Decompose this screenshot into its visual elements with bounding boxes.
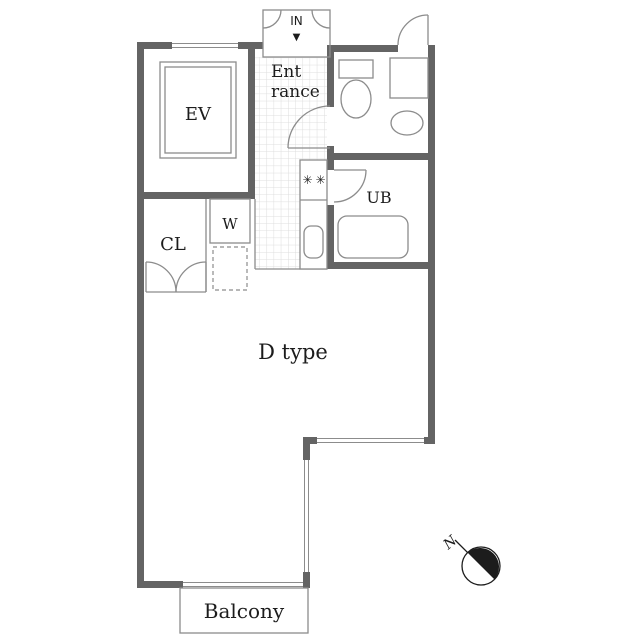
wall-segment (248, 42, 255, 199)
window (172, 42, 238, 49)
elevator-room: EV (159, 61, 237, 159)
toilet-room (287, 14, 429, 149)
elevator-shaft-outer (159, 61, 237, 159)
washer-dashed-outline (212, 246, 248, 291)
washbasin-icon (390, 110, 424, 136)
wall-segment (137, 42, 144, 588)
entrance: IN ▼ Ent rance (262, 9, 331, 102)
window (183, 581, 303, 588)
wall-segment (327, 262, 435, 269)
main-room: D type (258, 340, 328, 364)
toilet-tank-icon (338, 59, 374, 79)
closet-double-door (145, 261, 207, 293)
room-label-closet: CL (160, 234, 186, 255)
entrance-door-arc (262, 9, 282, 29)
wall-segment (137, 581, 183, 588)
balcony: Balcony (179, 587, 309, 634)
wall-segment (327, 153, 435, 160)
wall-segment (327, 49, 334, 107)
washer-box (209, 198, 251, 244)
kitchen: ✳ ✳ (254, 159, 328, 270)
bath-door (333, 169, 367, 203)
stove-burner-icon: ✳ (315, 173, 325, 187)
wall-segment (424, 437, 435, 444)
compass-circle (461, 546, 501, 586)
wall-segment (137, 42, 172, 49)
room-label-balcony: Balcony (204, 599, 285, 623)
toilet-bowl-icon (340, 79, 372, 119)
kitchen-sink-icon (303, 225, 324, 259)
entrance-porch (262, 9, 331, 58)
entrance-label-line1: Ent (271, 62, 301, 82)
compass-north-label: N (440, 532, 461, 553)
windows (172, 42, 424, 588)
balcony-outline (179, 587, 309, 634)
unit-type-label: D type (258, 340, 328, 364)
wall-segment (327, 160, 334, 170)
meter-box (389, 57, 429, 99)
window (317, 437, 424, 444)
unit-bath: UB (333, 169, 409, 259)
wall-segment (327, 45, 398, 52)
stove-burner-icon: ✳ (302, 173, 312, 187)
elevator-shaft-inner (164, 66, 232, 154)
entrance-in-label: IN (290, 14, 303, 28)
entrance-door-arc (311, 9, 331, 29)
compass-needle-line (454, 539, 469, 554)
window (303, 460, 310, 572)
closet: CL (145, 199, 207, 293)
wall-segment (428, 45, 435, 444)
compass-needle-fill (467, 547, 500, 580)
wall-segment (137, 192, 255, 199)
outward-service-door (397, 14, 429, 46)
north-compass: N (440, 532, 501, 586)
entrance-in-arrow-icon: ▼ (293, 32, 301, 43)
entrance-label-line2: rance (271, 82, 320, 102)
room-label-unit-bath: UB (366, 188, 391, 207)
washer-space: W (209, 198, 251, 291)
wall-segment (327, 205, 334, 269)
room-label-washer: W (222, 215, 238, 233)
room-label-elevator: EV (185, 104, 212, 125)
bathtub-icon (337, 215, 409, 259)
toilet-door (287, 105, 331, 149)
